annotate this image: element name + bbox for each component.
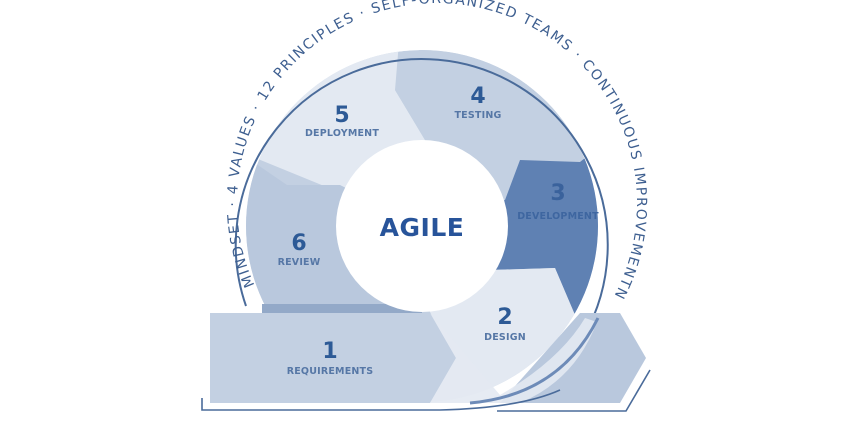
bottom-bracket-left <box>201 389 561 411</box>
stage-3-number: 3 <box>550 181 565 206</box>
outer-arc-line <box>234 58 609 337</box>
requirements-arrow[interactable] <box>210 313 456 403</box>
stage-5-label: DEPLOYMENT <box>305 128 379 139</box>
stage-6-number: 6 <box>291 231 306 256</box>
stage-1-label: REQUIREMENTS <box>287 366 374 377</box>
stage-2-number: 2 <box>497 305 512 330</box>
segment-development[interactable] <box>422 130 620 320</box>
stage-6-label: REVIEW <box>278 257 321 268</box>
stage-1-number: 1 <box>322 339 337 364</box>
bottom-bracket-right <box>497 369 651 412</box>
design-sweep-edge <box>469 317 600 405</box>
stage-4-label: TESTING <box>455 110 502 121</box>
center-circle <box>336 140 508 312</box>
review-shadow-band <box>262 304 422 313</box>
center-title: AGILE <box>380 213 465 242</box>
stage-5-number: 5 <box>334 103 349 128</box>
stage-2-label: DESIGN <box>484 332 526 343</box>
design-sweep <box>430 313 597 403</box>
stage-3-label: DEVELOPMENT <box>517 211 599 222</box>
stage-4-number: 4 <box>470 84 485 109</box>
